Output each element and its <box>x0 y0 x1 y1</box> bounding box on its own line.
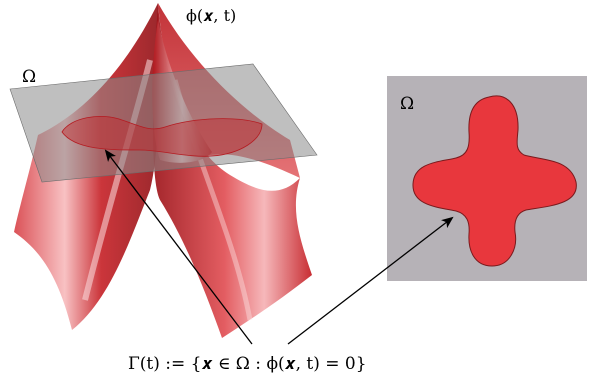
phi-label: ϕ(𝒙, t) <box>186 6 236 25</box>
surface-right-sheet <box>153 3 312 338</box>
zero-plane <box>9 63 318 183</box>
arrow-to-surface-curve <box>104 149 253 345</box>
zero-level-set-shape <box>412 95 577 267</box>
omega-label-right: Ω <box>400 94 414 114</box>
arrow-to-domain-shape <box>287 216 454 345</box>
omega-label-left: Ω <box>22 67 36 87</box>
omega-plane <box>9 63 318 183</box>
gamma-definition: Γ(t) := {𝒙 ∈ Ω : ϕ(𝒙, t) = 0} <box>128 354 367 374</box>
zero-level-curve-3d <box>61 116 263 157</box>
domain-panel <box>387 76 587 281</box>
